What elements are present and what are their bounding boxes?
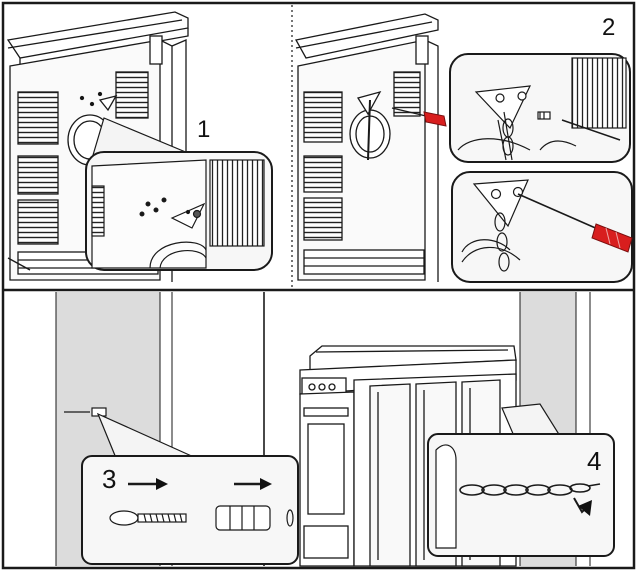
bracket-icon xyxy=(98,94,118,112)
vent-grille xyxy=(303,197,343,241)
vent-grille xyxy=(17,199,59,245)
screw-icon xyxy=(192,209,202,219)
step-number-3: 3 xyxy=(102,464,117,494)
vent-grille xyxy=(303,91,343,143)
vent-grille xyxy=(17,91,59,145)
step-number-2: 2 xyxy=(602,14,616,41)
vent-grille xyxy=(209,159,265,247)
callout-step-4 xyxy=(427,433,615,557)
arrow-right-icon xyxy=(128,478,168,490)
vent-grille xyxy=(115,71,149,119)
detail-screwdriver xyxy=(451,171,633,283)
vent-grille xyxy=(303,155,343,193)
callout-step-3 xyxy=(81,455,299,565)
vent-grille xyxy=(571,57,627,129)
zoom-callout-step-1 xyxy=(85,117,273,271)
screwdriver-icon xyxy=(591,223,633,253)
arrow-right-icon xyxy=(234,478,272,490)
step-number-1: 1 xyxy=(197,116,211,143)
screw-icon xyxy=(537,111,551,120)
screwdriver-icon xyxy=(423,111,447,127)
wall-plug-icon xyxy=(215,505,294,531)
vent-grille xyxy=(17,155,59,195)
step-number-4: 4 xyxy=(587,446,602,476)
screw-icon xyxy=(109,510,187,526)
chain-icon xyxy=(459,483,601,496)
panel-step-2 xyxy=(295,13,439,282)
detail-bracket-screw xyxy=(449,53,631,163)
bracket-icon xyxy=(474,85,532,130)
vent-grille xyxy=(393,71,421,117)
